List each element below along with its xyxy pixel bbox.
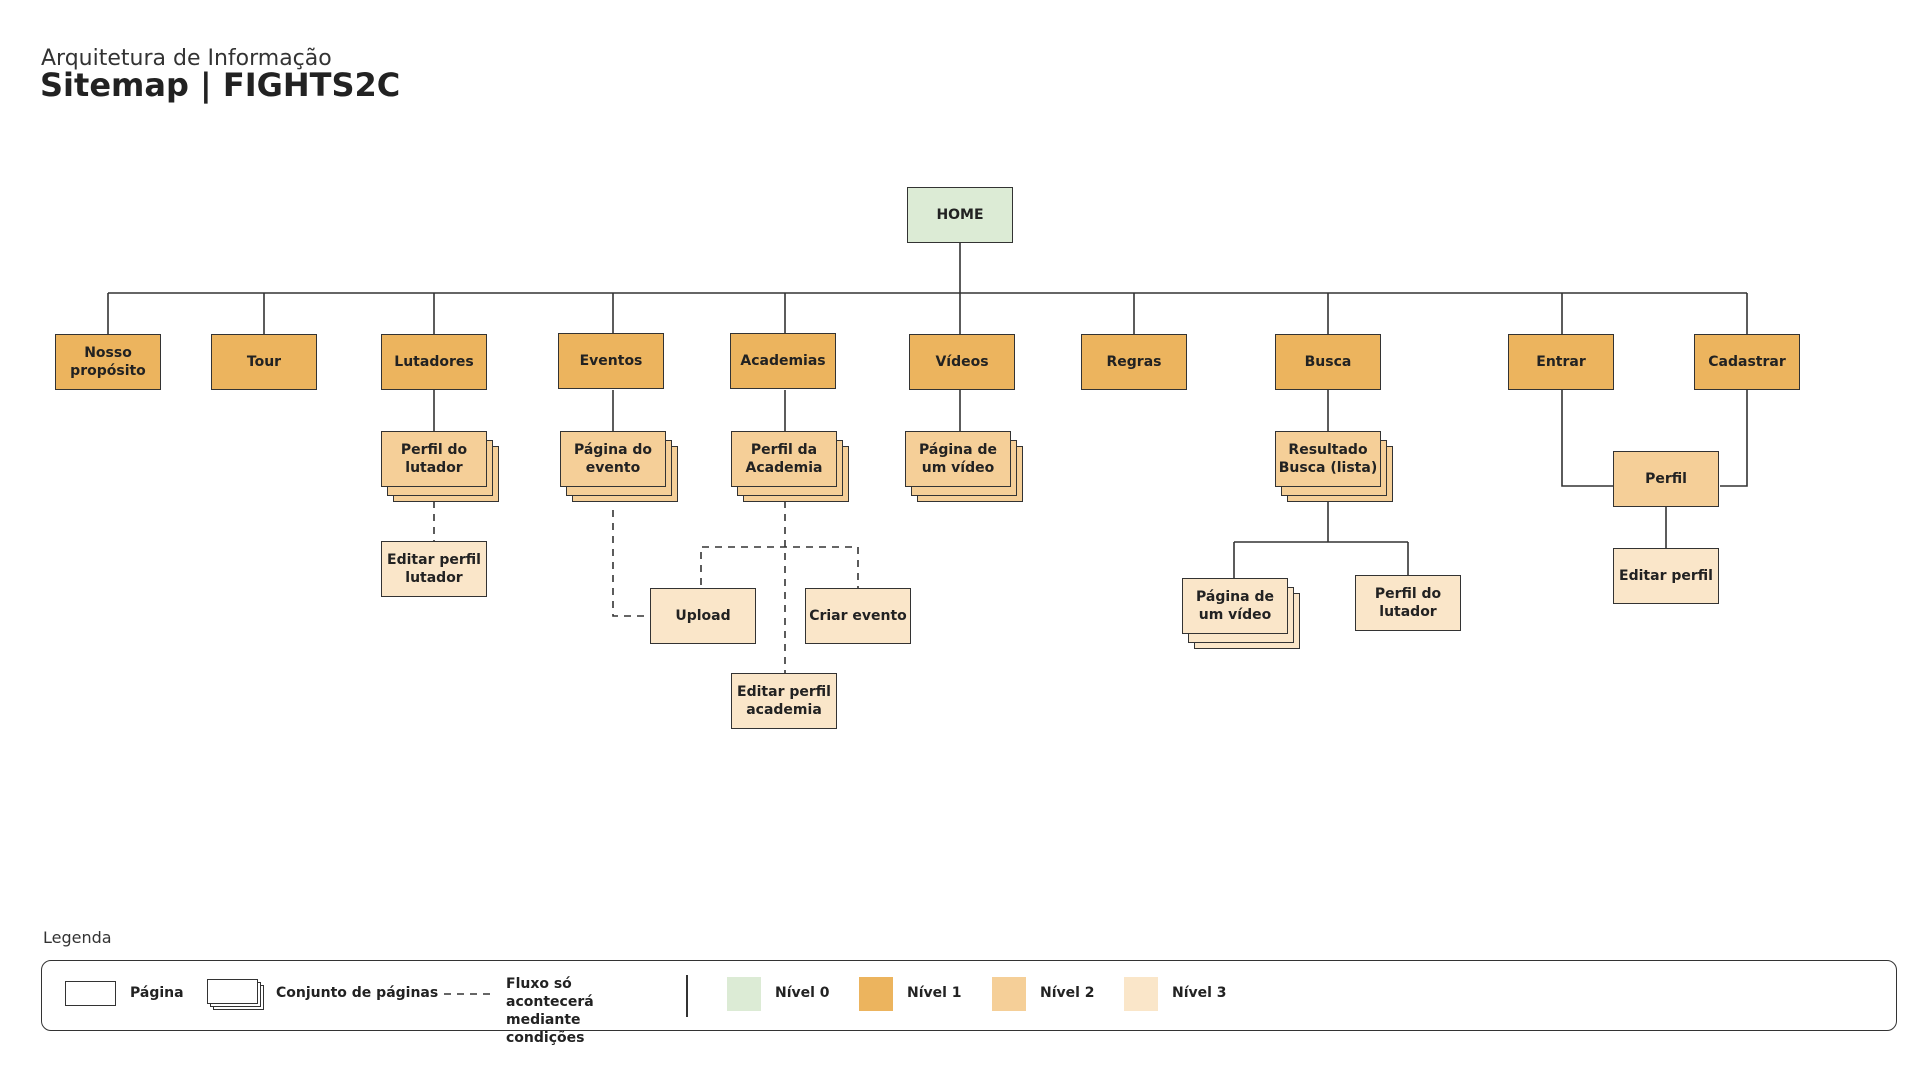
legend-divider [686, 975, 688, 1017]
diagram-title: Sitemap | FIGHTS2C [40, 66, 401, 104]
legend-label-nivel0: Nível 0 [775, 985, 830, 1001]
node-busca: Busca [1275, 334, 1381, 390]
level2-swatch [992, 977, 1026, 1011]
node-perfil-da-academia: Perfil da Academia [731, 431, 837, 487]
node-editar-perfil-lutador: Editar perfil lutador [381, 541, 487, 597]
node-resultado-busca: Resultado Busca (lista) [1275, 431, 1381, 487]
node-regras: Regras [1081, 334, 1187, 390]
level3-swatch [1124, 977, 1158, 1011]
node-editar-perfil-academia: Editar perfil academia [731, 673, 837, 729]
node-tour: Tour [211, 334, 317, 390]
node-nosso-proposito: Nosso propósito [55, 334, 161, 390]
level1-swatch [859, 977, 893, 1011]
legend-label-nivel2: Nível 2 [1040, 985, 1095, 1001]
page-symbol-icon [65, 981, 116, 1006]
node-pagina-do-evento: Página do evento [560, 431, 666, 487]
legend-label-nivel1: Nível 1 [907, 985, 962, 1001]
node-lutadores: Lutadores [381, 334, 487, 390]
page-set-symbol-icon [207, 979, 258, 1004]
node-perfil: Perfil [1613, 451, 1719, 507]
node-home: HOME [907, 187, 1013, 243]
legend-label-pagina: Página [130, 985, 184, 1001]
node-entrar: Entrar [1508, 334, 1614, 390]
diagram-subtitle: Arquitetura de Informação [41, 46, 332, 71]
legend-label-conjunto: Conjunto de páginas [276, 985, 439, 1001]
node-pagina-de-um-video: Página de um vídeo [905, 431, 1011, 487]
node-cadastrar: Cadastrar [1694, 334, 1800, 390]
legend-title: Legenda [43, 928, 112, 947]
node-perfil-do-lutador: Perfil do lutador [381, 431, 487, 487]
node-academias: Academias [730, 333, 836, 389]
node-editar-perfil: Editar perfil [1613, 548, 1719, 604]
connector-line [1561, 390, 1613, 487]
node-busca-perfil-do-lutador: Perfil do lutador [1355, 575, 1461, 631]
dashed-line-icon [444, 993, 496, 995]
legend: Página Conjunto de páginas Fluxo só acon… [41, 960, 1897, 1046]
level0-swatch [727, 977, 761, 1011]
node-videos: Vídeos [909, 334, 1015, 390]
node-eventos: Eventos [558, 333, 664, 389]
conditional-flow-line [612, 510, 650, 617]
node-upload: Upload [650, 588, 756, 644]
connector-line [1720, 390, 1748, 487]
node-criar-evento: Criar evento [805, 588, 911, 644]
legend-label-fluxo: Fluxo só acontecerá mediante condições [506, 976, 594, 1046]
node-busca-pagina-de-um-video: Página de um vídeo [1182, 578, 1288, 634]
legend-label-nivel3: Nível 3 [1172, 985, 1227, 1001]
conditional-flow-line [700, 546, 859, 588]
